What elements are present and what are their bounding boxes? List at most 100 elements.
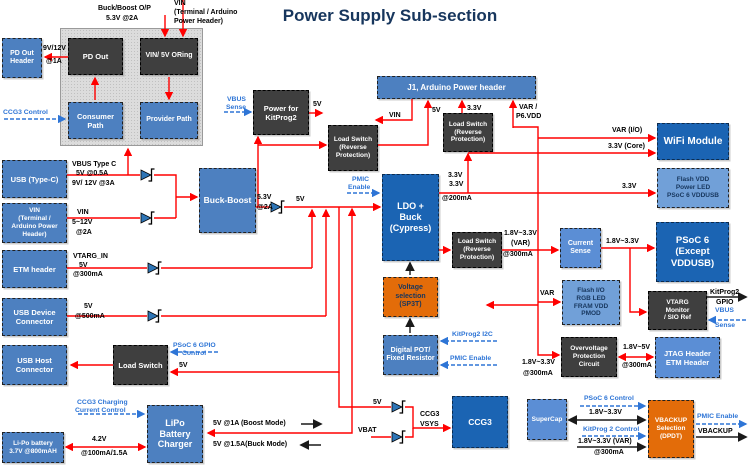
wire-label: 5V: [79, 262, 88, 269]
wire-label: 9V/12V: [43, 45, 66, 52]
vin-header-block: VIN (Terminal / Arduino Power Header): [2, 203, 67, 243]
voltage-selection-sp3t: Voltage selection (SP3T): [383, 277, 438, 317]
wire-label: @300mA: [594, 449, 624, 456]
load-switch-j1: Load Switch (Reverse Protection): [443, 113, 493, 152]
wire-label: VIN: [389, 112, 401, 119]
lipo-battery-charger: LiPo Battery Charger: [147, 405, 203, 463]
load-switch-usb-host: Load Switch: [113, 345, 168, 385]
wire-label: VAR: [540, 290, 555, 297]
ldo-buck: LDO + Buck (Cypress): [382, 174, 439, 261]
pd-out: PD Out: [68, 38, 123, 75]
diode-icon: [140, 211, 155, 225]
wire-label: @2A: [76, 229, 92, 236]
wire: [405, 428, 414, 438]
wire-label: @2A: [257, 204, 273, 211]
wire-label: @300mA: [73, 271, 103, 278]
wifi-module: WiFi Module: [657, 123, 729, 160]
control-label: Sense: [226, 104, 247, 111]
wire-label: 3.3V: [449, 181, 464, 188]
supercap: SuperCap: [527, 399, 567, 440]
wire-label: 1.8V~3.3V: [504, 230, 537, 237]
control-label: Control: [182, 350, 207, 357]
control-label: CCG3 Charging: [77, 399, 128, 406]
control-label: KitProg 2 Control: [583, 426, 640, 433]
flash-io-group: Flash I/O RGB LED FRAM VDD PMOD: [562, 280, 620, 325]
wire-label: GPIO: [716, 299, 734, 306]
wire-label: 5V @0.5A: [76, 170, 109, 177]
wire-label: Power Header): [174, 18, 224, 25]
wire-label: 3.3V (Core): [608, 143, 645, 150]
ccg3: CCG3: [452, 396, 508, 448]
wire-label: VAR (I/O): [612, 127, 643, 134]
wire-label: 5V @1.5A(Buck Mode): [213, 441, 288, 448]
control-label: Current Control: [75, 407, 126, 414]
buck-boost: Buck-Boost: [199, 168, 256, 233]
wire-label: 3.3V: [467, 105, 482, 112]
wire-label: 5V: [432, 107, 441, 114]
diode-icon: [147, 309, 162, 323]
flash-vdd-group: Flash VDD Power LED PSoC 6 VDDUSB: [657, 168, 729, 208]
digital-pot: Digital POT/ Fixed Resistor: [383, 335, 438, 375]
consumer-path: Consumer Path: [68, 102, 123, 139]
usb-device-connector: USB Device Connector: [2, 298, 67, 336]
wire: [629, 248, 648, 317]
control-label: VBUS: [715, 307, 734, 314]
wire: [378, 99, 433, 146]
power-for-kitprog2: Power for KitProg2: [253, 90, 309, 135]
overvoltage-protection: Overvoltage Protection Circuit: [561, 337, 617, 377]
control-label: CCG3 Control: [3, 109, 48, 116]
wire-label: @500mA: [75, 313, 105, 320]
usb-host-connector: USB Host Connector: [2, 345, 67, 385]
wire-label: @200mA: [442, 195, 472, 202]
wire-label: 5.3V @2A: [106, 15, 139, 22]
wire-label: 3.3V: [622, 183, 637, 190]
wire-label: 9V/ 12V @3A: [72, 180, 115, 187]
usb-type-c: USB (Type-C): [2, 160, 67, 198]
wire-label: 5~12V: [72, 219, 93, 226]
wire-label: VTARG_IN: [73, 253, 108, 260]
wire-label: (Terminal / Arduino: [174, 9, 238, 16]
wire: [154, 174, 177, 218]
wire-label: 5V: [313, 101, 322, 108]
control-label: Sense: [715, 322, 736, 329]
etm-header: ETM header: [2, 250, 67, 288]
wire: [338, 372, 391, 408]
wire-label: VAR /: [519, 104, 538, 111]
wire-label: 5V @1A (Boost Mode): [213, 420, 286, 427]
wire-label: 5.3V: [257, 194, 272, 201]
wire-label: VIN: [77, 209, 89, 216]
wire-label: @300mA: [622, 362, 652, 369]
control-label: VBUS: [227, 96, 246, 103]
lipo-battery: Li-Po battery 3.7V @800mAH: [2, 432, 64, 463]
wire-label: 4.2V: [92, 436, 107, 443]
control-label: PSoC 6 GPIO: [173, 342, 216, 349]
wire-label: P6.VDD: [516, 113, 542, 120]
wire-label: @100mA/1.5A: [81, 450, 128, 457]
control-label: Enable: [348, 184, 371, 191]
wire-label: 1.8V~3.3V (VAR): [578, 438, 632, 445]
diode-icon: [391, 400, 406, 414]
control-label: PMIC Enable: [697, 413, 739, 420]
wire-label: 1.8V~3.3V: [522, 359, 555, 366]
wire-label: VBACKUP: [698, 428, 733, 435]
wire-label: 5V: [84, 303, 93, 310]
current-sense: Current Sense: [560, 228, 601, 268]
load-switch-var: Load Switch (Reverse Protection): [452, 232, 502, 268]
control-label: KitProg2 I2C: [452, 331, 493, 338]
diode-icon: [140, 168, 155, 182]
wire-label: 3.3V: [448, 172, 463, 179]
wire-label: 1.8V~3.3V: [589, 409, 622, 416]
wire-label: VBUS Type C: [72, 161, 117, 168]
j1-arduino-power-header: J1, Arduino Power header: [377, 76, 536, 99]
diode-icon: [147, 261, 162, 275]
wire-label: 1.8V~3.3V: [606, 238, 639, 245]
pd-out-header: PD Out Header: [2, 38, 42, 78]
vtarg-monitor: VTARG Monitor / SIO Ref: [648, 291, 707, 330]
jtag-etm-header: JTAG Header ETM Header: [655, 337, 720, 378]
wire-label: 1.8V~5V: [623, 344, 651, 351]
wire-label: @1A: [46, 58, 62, 65]
page-title: Power Supply Sub-section: [282, 6, 498, 25]
control-label: PSoC 6 Control: [584, 395, 634, 402]
wire-label: CCG3: [420, 411, 440, 418]
